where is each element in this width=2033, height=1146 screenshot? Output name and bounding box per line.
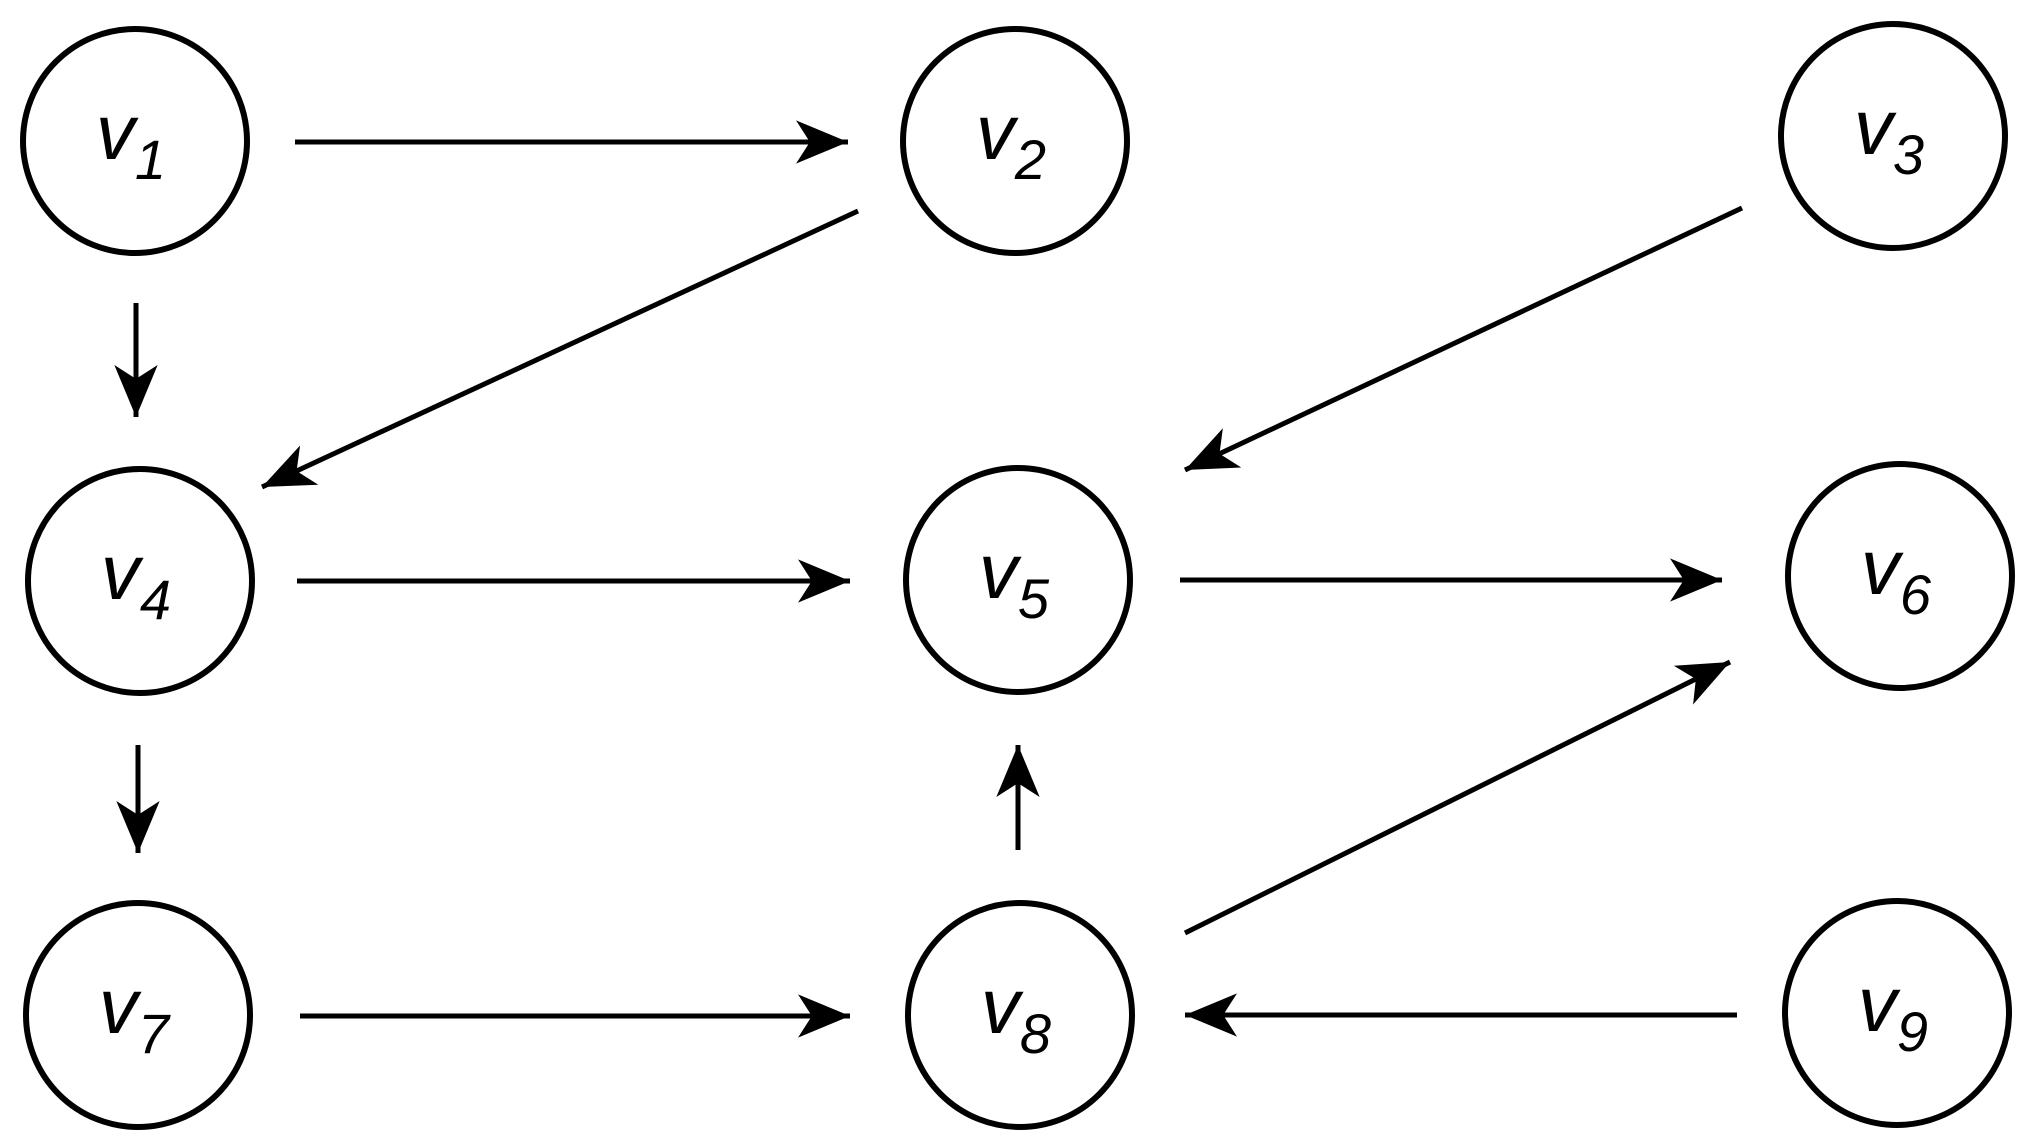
edge-v8-v6: [1183, 659, 1732, 936]
node-label-v2: v2: [976, 88, 1046, 191]
node-circle-v4: [25, 466, 255, 696]
node-circle-v2: [900, 26, 1130, 256]
edges-layer: [114, 120, 1744, 1038]
node-v5: v5: [903, 465, 1133, 695]
node-label-v3: v3: [1854, 83, 1924, 186]
node-circle-v8: [905, 900, 1135, 1130]
node-label-v8: v8: [981, 962, 1051, 1065]
node-v9: v9: [1782, 898, 2012, 1128]
node-circle-v7: [23, 900, 253, 1130]
node-label-v5: v5: [979, 527, 1050, 630]
node-label-v1: v1: [96, 88, 166, 191]
node-label-v6: v6: [1861, 523, 1932, 626]
node-circle-v6: [1785, 461, 2015, 691]
node-circle-v9: [1782, 898, 2012, 1128]
nodes-layer: v1 v2 v3 v4 v5 v6 v7 v8 v9: [20, 21, 2015, 1130]
node-label-v9: v9: [1858, 960, 1928, 1063]
node-v7: v7: [23, 900, 253, 1130]
node-v8: v8: [905, 900, 1135, 1130]
node-circle-v1: [20, 26, 250, 256]
node-v6: v6: [1785, 461, 2015, 691]
node-v4: v4: [25, 466, 255, 696]
edge-v2-v4: [260, 208, 860, 490]
node-circle-v3: [1778, 21, 2008, 251]
node-label-v4: v4: [101, 528, 171, 631]
node-v2: v2: [900, 26, 1130, 256]
edge-v3-v5: [1183, 205, 1744, 473]
node-v3: v3: [1778, 21, 2008, 251]
node-label-v7: v7: [99, 962, 171, 1065]
node-circle-v5: [903, 465, 1133, 695]
node-v1: v1: [20, 26, 250, 256]
